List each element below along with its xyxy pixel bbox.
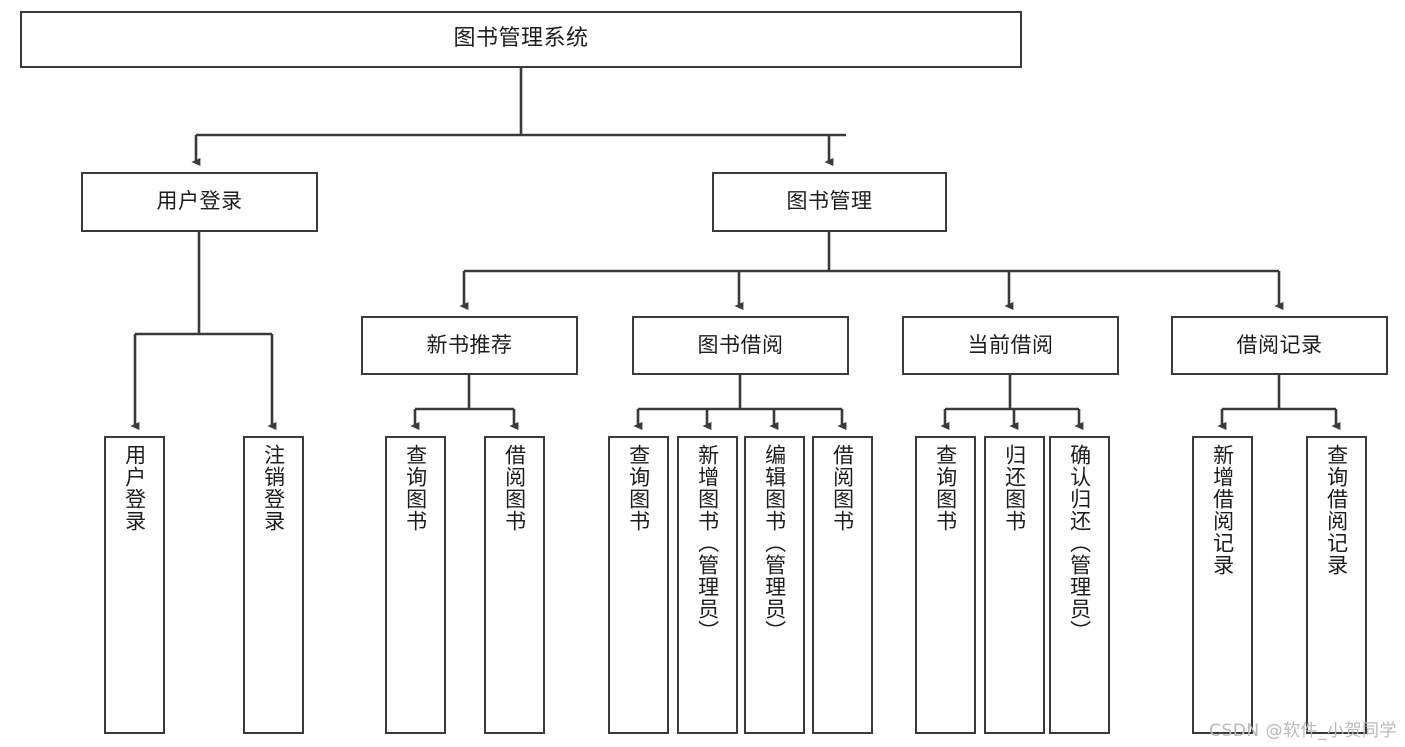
node-label: 查询图书 (626, 444, 651, 532)
node-label: 归还图书 (1002, 444, 1027, 532)
leaf-edit-book-admin[interactable]: 编辑图书（管理员） (744, 436, 805, 734)
node-label: 查询图书 (933, 444, 958, 532)
leaf-return-book[interactable]: 归还图书 (984, 436, 1045, 734)
node-book-management[interactable]: 图书管理 (712, 172, 947, 232)
leaf-confirm-return-admin[interactable]: 确认归还（管理员） (1049, 436, 1110, 734)
node-root-system[interactable]: 图书管理系统 (20, 11, 1022, 68)
node-label: 借阅图书 (502, 444, 527, 532)
leaf-add-borrow-record[interactable]: 新增借阅记录 (1192, 436, 1253, 734)
leaf-borrow-book-recommendation[interactable]: 借阅图书 (484, 436, 545, 734)
node-user-login[interactable]: 用户登录 (81, 172, 318, 232)
leaf-user-login[interactable]: 用户登录 (104, 436, 165, 734)
node-label: 查询借阅记录 (1324, 444, 1349, 576)
leaf-query-book-current[interactable]: 查询图书 (915, 436, 976, 734)
node-label: 借阅图书 (830, 444, 855, 532)
node-label: 用户登录 (122, 444, 147, 532)
node-borrowing-record[interactable]: 借阅记录 (1171, 316, 1388, 375)
node-label: 新增借阅记录 (1210, 444, 1235, 576)
node-label: 新书推荐 (426, 332, 513, 357)
leaf-query-book[interactable]: 查询图书 (608, 436, 669, 734)
node-label: 新增图书（管理员） (695, 444, 720, 642)
node-new-book-recommendation[interactable]: 新书推荐 (361, 316, 578, 375)
leaf-add-book-admin[interactable]: 新增图书（管理员） (677, 436, 738, 734)
node-current-borrowing[interactable]: 当前借阅 (902, 316, 1119, 375)
node-label: 编辑图书（管理员） (762, 444, 787, 642)
leaf-query-borrow-record[interactable]: 查询借阅记录 (1306, 436, 1367, 734)
node-label: 图书借阅 (697, 332, 784, 357)
node-label: 借阅记录 (1236, 332, 1323, 357)
node-label: 当前借阅 (967, 332, 1054, 357)
node-label: 注销登录 (261, 444, 286, 532)
node-book-borrowing[interactable]: 图书借阅 (632, 316, 849, 375)
leaf-borrow-book[interactable]: 借阅图书 (812, 436, 873, 734)
node-label: 图书管理系统 (453, 26, 589, 52)
node-label: 查询图书 (403, 444, 428, 532)
leaf-logout[interactable]: 注销登录 (243, 436, 304, 734)
leaf-query-book-recommendation[interactable]: 查询图书 (385, 436, 446, 734)
node-label: 用户登录 (156, 189, 243, 214)
node-label: 图书管理 (786, 189, 873, 214)
node-label: 确认归还（管理员） (1067, 444, 1092, 642)
